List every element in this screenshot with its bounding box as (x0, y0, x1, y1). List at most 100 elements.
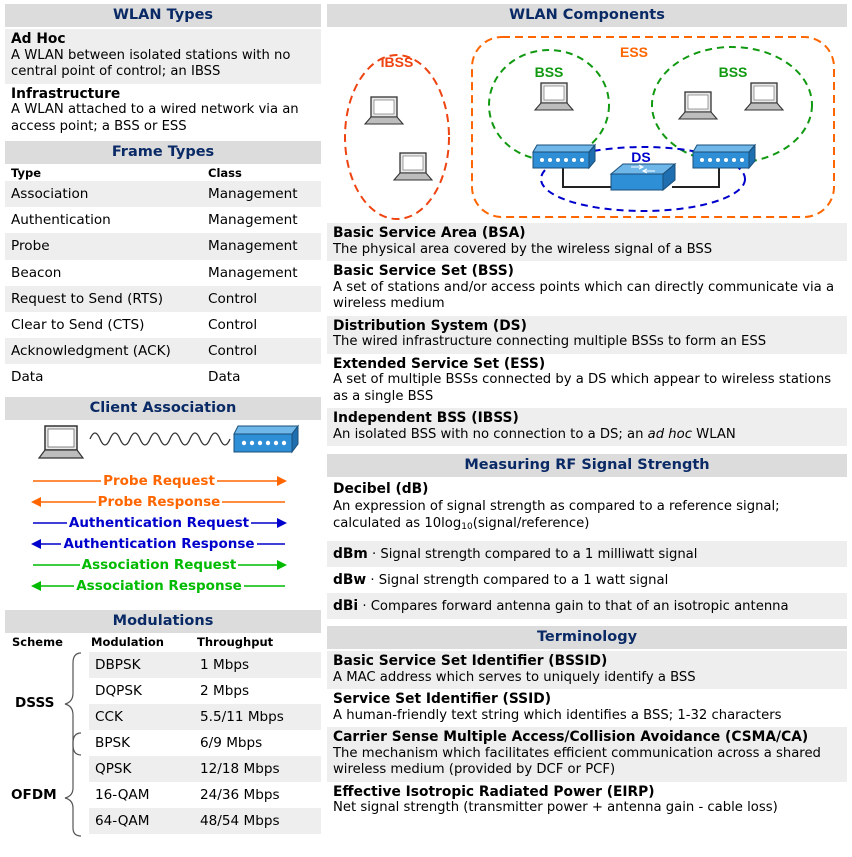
ibss-desc-em: ad hoc (647, 426, 692, 442)
infrastructure-entry: Infrastructure A WLAN attached to a wire… (5, 84, 321, 139)
frame-class: Management (208, 264, 298, 281)
authentication-request-label: Authentication Request (66, 514, 252, 531)
frame-class: Control (208, 290, 258, 307)
mod-col-throughput: Throughput (197, 634, 274, 649)
table-row: QPSK 12/18 Mbps (89, 755, 321, 782)
ssid-desc: A human-friendly text string which ident… (333, 707, 782, 723)
frame-type: Request to Send (RTS) (11, 290, 164, 307)
modulation-throughput: 2 Mbps (200, 682, 250, 699)
bss-right-label: BSS (719, 64, 748, 80)
ssid-entry: Service Set Identifier (SSID) A human-fr… (327, 689, 847, 727)
ibss-label: IBSS (381, 54, 414, 70)
ad-hoc-desc: A WLAN between isolated stations with no… (11, 47, 291, 80)
csma-ca-entry: Carrier Sense Multiple Access/Collision … (327, 727, 847, 782)
bss-left-label: BSS (535, 64, 564, 80)
table-row: Data Data (5, 364, 321, 390)
laptop-icon (392, 152, 434, 181)
dbw-term: dBw (333, 572, 367, 588)
access-point-icon (532, 143, 597, 170)
eirp-desc: Net signal strength (transmitter power +… (333, 800, 778, 815)
decibel-term: Decibel (dB) (333, 481, 429, 497)
authentication-response-label: Authentication Response (61, 535, 257, 552)
decibel-desc: An expression of signal strength as comp… (333, 498, 841, 536)
modulation-name: DBPSK (95, 656, 141, 673)
wlan-components-diagram: IBSS ESS BSS BSS DS (327, 27, 847, 223)
frame-class: Data (208, 369, 241, 386)
client-association-diagram: Probe Request Probe Response Authenticat… (5, 420, 321, 605)
mod-col-scheme: Scheme (12, 634, 63, 649)
wlan-types-header: WLAN Types (5, 4, 321, 27)
dbi-entry: dBi · Compares forward antenna gain to t… (327, 593, 847, 619)
association-request-label: Association Request (79, 556, 239, 573)
dbm-desc: · Signal strength compared to a 1 milliw… (367, 547, 698, 562)
ds-boundary (540, 146, 746, 212)
bss-desc: A set of stations and/or access points w… (333, 279, 835, 312)
bsa-desc: The physical area covered by the wireles… (333, 241, 713, 257)
association-graphic (37, 424, 299, 459)
decibel-desc-text: An expression of signal strength as comp… (333, 499, 780, 531)
bssid-desc: A MAC address which serves to uniquely i… (333, 669, 696, 685)
laptop-icon (363, 96, 405, 125)
modulation-name: CCK (95, 708, 123, 725)
authentication-response-arrow: Authentication Response (31, 535, 287, 553)
modulation-name: QPSK (95, 760, 132, 777)
frame-types-header: Frame Types (5, 141, 321, 164)
table-row: Clear to Send (CTS) Control (5, 312, 321, 338)
bssid-entry: Basic Service Set Identifier (BSSID) A M… (327, 651, 847, 689)
frame-class: Management (208, 212, 298, 229)
frame-class: Control (208, 316, 258, 333)
terminology-header: Terminology (327, 626, 847, 649)
dbm-entry: dBm · Signal strength compared to a 1 mi… (327, 541, 847, 567)
laptop-icon (37, 424, 85, 459)
table-row: Acknowledgment (ACK)Control (5, 338, 321, 365)
frame-type: Data (11, 369, 44, 386)
topology-graphic: IBSS ESS BSS BSS DS (344, 36, 835, 220)
probe-request-arrow: Probe Request (31, 472, 287, 490)
dbi-desc: · Compares forward antenna gain to that … (358, 599, 789, 614)
frame-col-type: Type (11, 166, 42, 180)
association-response-arrow: Association Response (31, 577, 287, 595)
table-row: Request to Send (RTS) Control (5, 285, 321, 312)
ess-entry: Extended Service Set (ESS) A set of mult… (327, 354, 847, 409)
ds-desc: The wired infrastructure connecting mult… (333, 334, 767, 349)
csma-ca-term: Carrier Sense Multiple Access/Collision … (333, 729, 809, 745)
ofdm-brace (64, 731, 82, 837)
access-point-icon (692, 143, 757, 170)
frame-col-class: Class (208, 166, 242, 180)
mod-col-modulation: Modulation (91, 634, 164, 649)
decibel-desc-tail: (signal/reference) (472, 516, 590, 531)
decibel-subscript: 10 (461, 522, 473, 532)
association-request-arrow: Association Request (31, 556, 287, 574)
csma-ca-desc: The mechanism which facilitates efficien… (333, 745, 821, 778)
frame-class: Management (208, 238, 298, 255)
decibel-entry: Decibel (dB) An expression of signal str… (327, 477, 847, 539)
dbm-term: dBm (333, 546, 368, 562)
infrastructure-desc: A WLAN attached to a wired network via a… (11, 102, 299, 134)
eirp-entry: Effective Isotropic Radiated Power (EIRP… (327, 782, 847, 820)
right-column: WLAN Components (327, 0, 847, 820)
ibss-term: Independent BSS (IBSS) (333, 410, 519, 426)
modulation-throughput: 24/36 Mbps (200, 786, 280, 803)
ad-hoc-entry: Ad Hoc A WLAN between isolated stations … (5, 29, 321, 84)
switch-icon (609, 162, 677, 192)
ssid-term: Service Set Identifier (SSID) (333, 691, 552, 707)
dsss-label: DSSS (15, 694, 55, 711)
frame-types-head: Type Class (5, 164, 321, 181)
modulation-name: BPSK (95, 734, 131, 751)
bsa-entry: Basic Service Area (BSA) The physical ar… (327, 223, 847, 261)
probe-request-label: Probe Request (101, 472, 217, 489)
client-association-header: Client Association (5, 396, 321, 420)
frame-type: Clear to Send (CTS) (11, 316, 145, 333)
frame-class: Control (208, 343, 258, 360)
modulation-name: 64-QAM (95, 812, 150, 829)
modulation-throughput: 5.5/11 Mbps (200, 708, 284, 725)
dbw-desc: · Signal strength compared to a 1 watt s… (366, 573, 669, 588)
modulation-throughput: 12/18 Mbps (200, 760, 280, 777)
ess-boundary (471, 36, 835, 218)
